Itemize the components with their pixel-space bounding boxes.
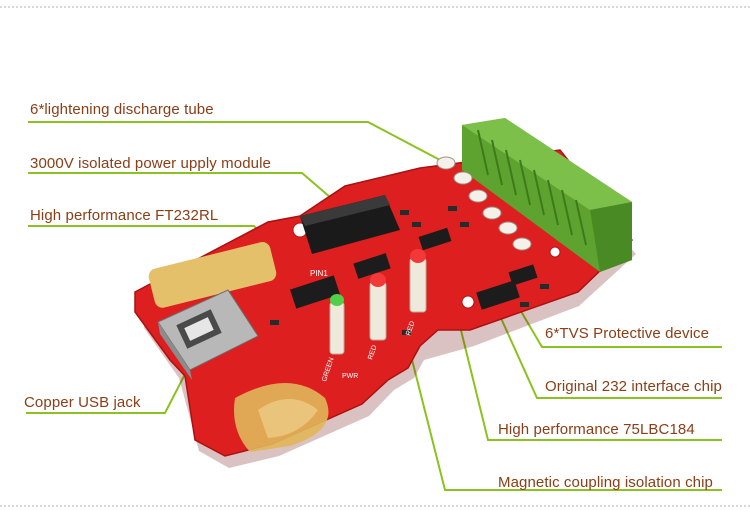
gold-pad-top: [148, 242, 277, 308]
red-mark-2: RED: [405, 320, 416, 336]
smd-components: [270, 206, 549, 335]
gold-pad-highlight: [258, 399, 318, 438]
power-module: [300, 195, 400, 254]
label-power-module: 3000V isolated power upply module: [30, 155, 271, 172]
discharge-tubes: [436, 156, 532, 251]
leader-line-power: [28, 172, 346, 211]
bottom-divider: [0, 505, 750, 507]
label-rs232-chip: Original 232 interface chip: [545, 378, 722, 395]
red-led-holder-1: [369, 281, 387, 341]
ic-chips: [290, 227, 538, 310]
leds: [329, 249, 427, 355]
label-usb-jack: Copper USB jack: [24, 394, 141, 411]
label-discharge-tube: 6*lightening discharge tube: [30, 101, 214, 118]
label-lbc184: High performance 75LBC184: [498, 421, 695, 438]
pwr-mark: PWR: [342, 373, 358, 380]
mount-hole-3: [549, 246, 561, 258]
rs232-chip: [476, 280, 520, 310]
red-led-holder-2: [409, 257, 427, 313]
red-led-2: [410, 249, 426, 263]
green-led: [330, 294, 344, 306]
red-led-1: [370, 273, 386, 287]
magnetic-isolation-chip: [353, 253, 391, 279]
terminal-block: [462, 118, 632, 272]
usb-jack: [157, 289, 259, 380]
label-ft232rl: High performance FT232RL: [30, 207, 219, 224]
red-mark-1: RED: [367, 344, 378, 360]
leader-line-discharge: [28, 121, 441, 161]
tvs-chip: [508, 264, 538, 286]
label-tvs: 6*TVS Protective device: [545, 325, 710, 342]
lbc184-chip: [418, 227, 452, 251]
top-divider: [0, 6, 750, 8]
green-led-holder: [329, 301, 345, 355]
leader-line-232: [490, 295, 722, 399]
mount-hole-2: [461, 295, 475, 309]
label-magnetic-chip: Magnetic coupling isolation chip: [498, 474, 713, 491]
pin1-mark: PIN1: [310, 269, 328, 278]
ft232rl-chip: [290, 275, 340, 309]
